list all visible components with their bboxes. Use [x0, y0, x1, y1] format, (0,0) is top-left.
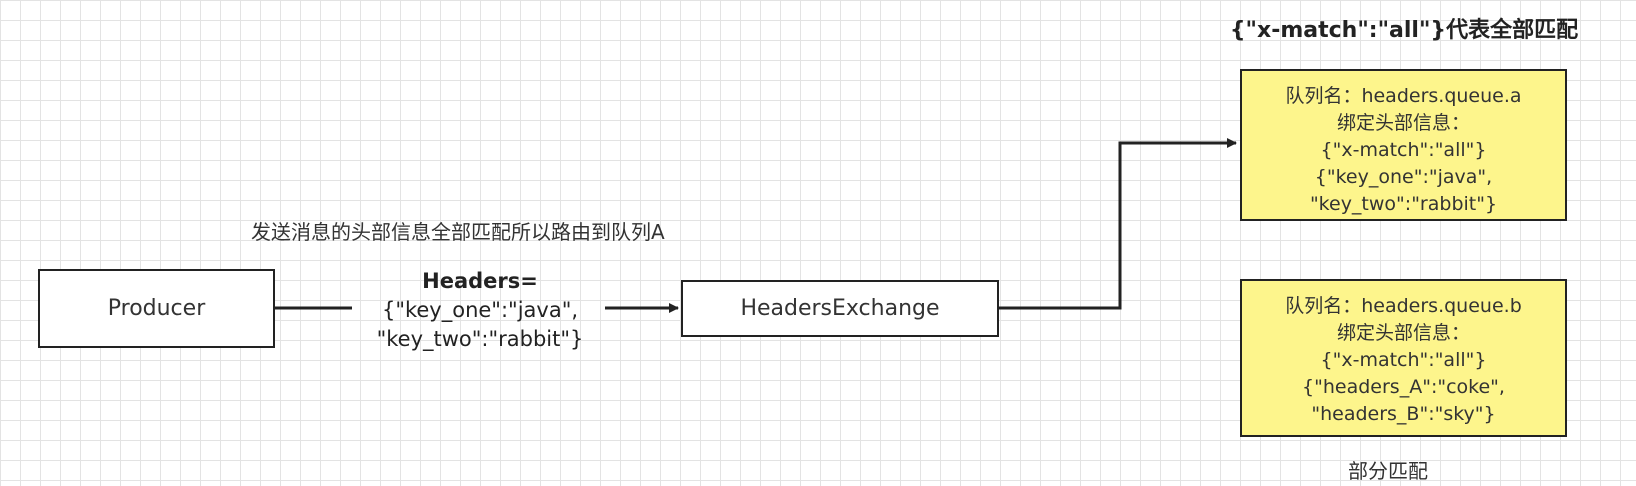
queue-a-header-2: "key_two":"rabbit"}: [1309, 193, 1498, 215]
headers-exchange-node: HeadersExchange: [681, 280, 999, 337]
queue-a-header-1: {"key_one":"java",: [1314, 166, 1493, 188]
headers-line-2: "key_two":"rabbit"}: [376, 327, 584, 351]
queue-a-name: 队列名：headers.queue.a: [1285, 85, 1522, 107]
exchange-label: HeadersExchange: [740, 296, 940, 321]
message-headers-label: Headers= {"key_one":"java", "key_two":"r…: [352, 267, 608, 354]
queue-b-name: 队列名：headers.queue.b: [1285, 295, 1522, 317]
partial-match-note: 部分匹配: [1348, 459, 1428, 483]
queue-b-node: 队列名：headers.queue.b 绑定头部信息： {"x-match":"…: [1240, 279, 1567, 437]
queue-b-match: {"x-match":"all"}: [1320, 349, 1487, 371]
queue-a-node: 队列名：headers.queue.a 绑定头部信息： {"x-match":"…: [1240, 69, 1567, 221]
queue-b-header-1: {"headers_A":"coke",: [1302, 376, 1505, 398]
headers-keyword: Headers=: [422, 269, 538, 293]
exchange-to-queue-a-arrow: [999, 138, 1237, 310]
headers-line-1: {"key_one":"java",: [381, 298, 579, 322]
producer-label: Producer: [107, 296, 206, 321]
queue-a-match: {"x-match":"all"}: [1320, 139, 1487, 161]
all-match-note: {"x-match":"all"}代表全部匹配: [1229, 18, 1579, 43]
queue-b-binding-title: 绑定头部信息：: [1336, 322, 1470, 344]
producer-node: Producer: [38, 269, 275, 348]
queue-a-binding-title: 绑定头部信息：: [1336, 112, 1470, 134]
queue-b-header-2: "headers_B":"sky"}: [1311, 403, 1496, 425]
routing-note: 发送消息的头部信息全部匹配所以路由到队列A: [251, 220, 665, 244]
